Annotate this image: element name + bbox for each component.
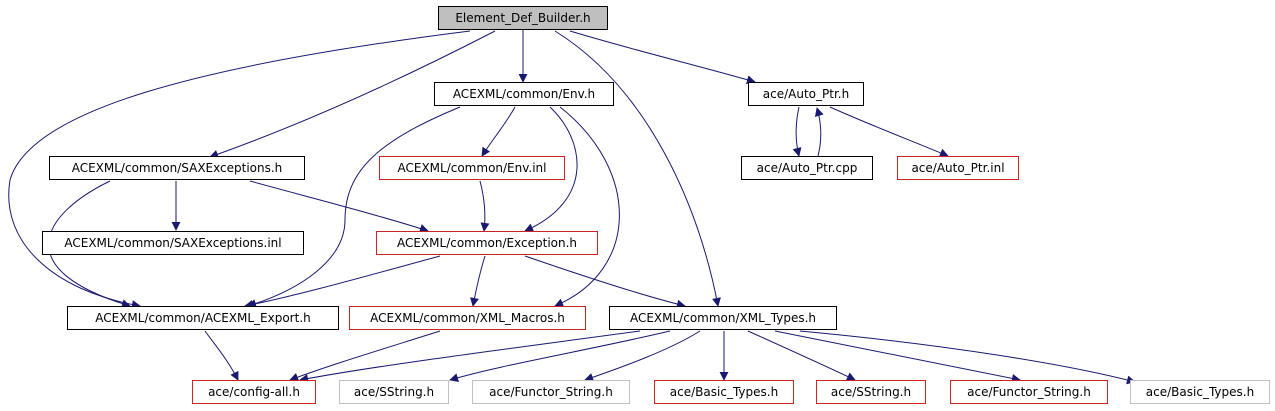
node-functor-string-h-2[interactable]: ace/Functor_String.h	[950, 380, 1108, 404]
edge-xml-types-to-sstring-b	[747, 330, 856, 381]
edge-env-to-env-inl	[481, 106, 516, 157]
node-env-h[interactable]: ACEXML/common/Env.h	[434, 82, 614, 106]
edge-xml-types-to-functor-string-a	[584, 330, 701, 382]
node-acexml-export-h[interactable]: ACEXML/common/ACEXML_Export.h	[67, 306, 339, 330]
node-saxexceptions-inl[interactable]: ACEXML/common/SAXExceptions.inl	[42, 231, 304, 255]
edge-root-to-xml-types	[554, 30, 721, 307]
edge-sax-to-exception	[249, 180, 429, 233]
edge-macros-to-config-all	[289, 330, 441, 382]
node-xml-macros-h[interactable]: ACEXML/common/XML_Macros.h	[349, 306, 586, 330]
node-basic-types-h[interactable]: ace/Basic_Types.h	[654, 380, 794, 404]
node-sstring-h[interactable]: ace/SString.h	[339, 380, 449, 404]
edge-auto-ptr-to-cpp	[792, 106, 802, 157]
node-sstring-h-2[interactable]: ace/SString.h	[816, 380, 926, 404]
node-functor-string-h[interactable]: ace/Functor_String.h	[472, 380, 630, 404]
node-saxexceptions-h[interactable]: ACEXML/common/SAXExceptions.h	[49, 156, 305, 180]
edge-export-to-config-all	[204, 330, 239, 381]
node-exception-h[interactable]: ACEXML/common/Exception.h	[376, 231, 598, 255]
edge-xml-types-to-functor-string-b	[774, 330, 1021, 383]
node-element-def-builder-h: Element_Def_Builder.h	[438, 6, 608, 30]
edge-env-to-exception	[524, 106, 578, 232]
node-auto-ptr-cpp[interactable]: ace/Auto_Ptr.cpp	[741, 156, 873, 180]
node-auto-ptr-h[interactable]: ace/Auto_Ptr.h	[748, 82, 864, 106]
edge-xml-types-to-sstring-a	[449, 330, 671, 382]
node-config-all-h[interactable]: ace/config-all.h	[192, 380, 316, 404]
edge-xml-types-to-basic-types-b	[799, 330, 1136, 385]
edge-exception-to-acexml-export	[244, 255, 441, 309]
node-auto-ptr-inl[interactable]: ace/Auto_Ptr.inl	[897, 156, 1019, 180]
edge-xml-types-to-config-all	[299, 330, 641, 383]
edge-root-to-auto-ptr	[569, 30, 756, 85]
edge-root-to-acexml-export	[8, 30, 471, 310]
edge-env-inl-to-exception	[479, 180, 490, 232]
node-xml-types-h[interactable]: ACEXML/common/XML_Types.h	[609, 306, 837, 330]
edge-env-to-xml-macros	[554, 106, 620, 307]
edge-env-to-acexml-export	[247, 106, 461, 308]
edge-auto-ptr-to-inl	[829, 106, 949, 158]
edge-auto-ptr-cpp-to-auto-ptr	[814, 107, 824, 157]
edge-root-to-saxexceptions	[209, 30, 496, 159]
node-env-inl[interactable]: ACEXML/common/Env.inl	[379, 156, 565, 180]
edge-exception-to-xml-types	[524, 255, 686, 309]
edge-exception-to-xml-macros	[470, 255, 486, 307]
node-basic-types-h-2[interactable]: ace/Basic_Types.h	[1130, 380, 1270, 404]
